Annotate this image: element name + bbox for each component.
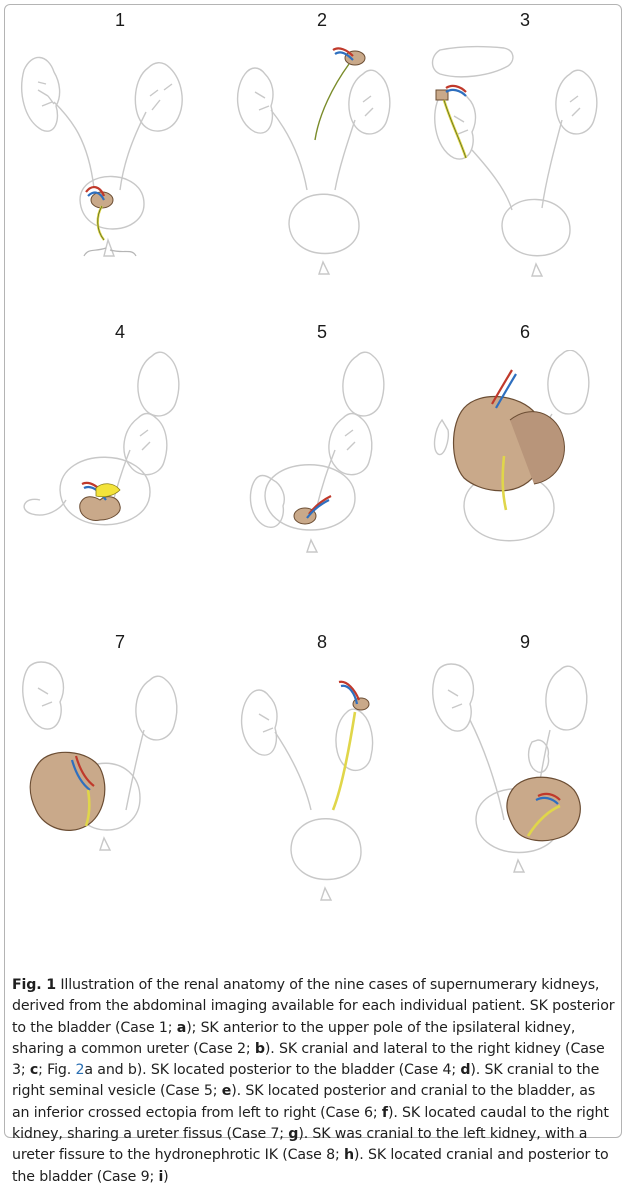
kidney-illustration-7 [10,660,210,940]
panel-number-2: 2 [302,10,342,31]
caption-letter-g: g [288,1126,298,1142]
kidney-illustration-8 [215,660,415,940]
caption-ref-prefix: ; Fig. [38,1062,75,1078]
kidney-illustration-5 [215,350,415,630]
panel-number-6: 6 [505,322,545,343]
kidney-illustration-9 [420,660,620,940]
caption-letter-c: c [30,1062,38,1078]
panel-number-7: 7 [100,632,140,653]
panel-number-1: 1 [100,10,140,31]
kidney-illustration-2 [215,40,415,320]
caption-letter-e: e [222,1083,231,1099]
panel-number-8: 8 [302,632,342,653]
kidney-illustration-1 [10,40,210,320]
caption-end: ) [163,1169,168,1185]
kidney-illustration-3 [420,40,620,320]
panel-number-9: 9 [505,632,545,653]
panel-number-3: 3 [505,10,545,31]
caption-intro: Illustration of the renal anatomy of the… [12,977,599,1014]
figure-caption: Fig. 1 Illustration of the renal anatomy… [12,975,615,1188]
caption-label: Fig. 1 [12,977,56,993]
caption-case-4: a and b). SK located posterior to the bl… [84,1062,460,1078]
panel-number-4: 4 [100,322,140,343]
kidney-illustration-4 [10,350,210,630]
caption-letter-d: d [460,1062,470,1078]
panel-number-5: 5 [302,322,342,343]
kidney-illustration-6 [420,350,620,630]
caption-letter-h: h [344,1147,354,1163]
caption-letter-b: b [255,1041,265,1057]
caption-letter-a: a [177,1020,186,1036]
